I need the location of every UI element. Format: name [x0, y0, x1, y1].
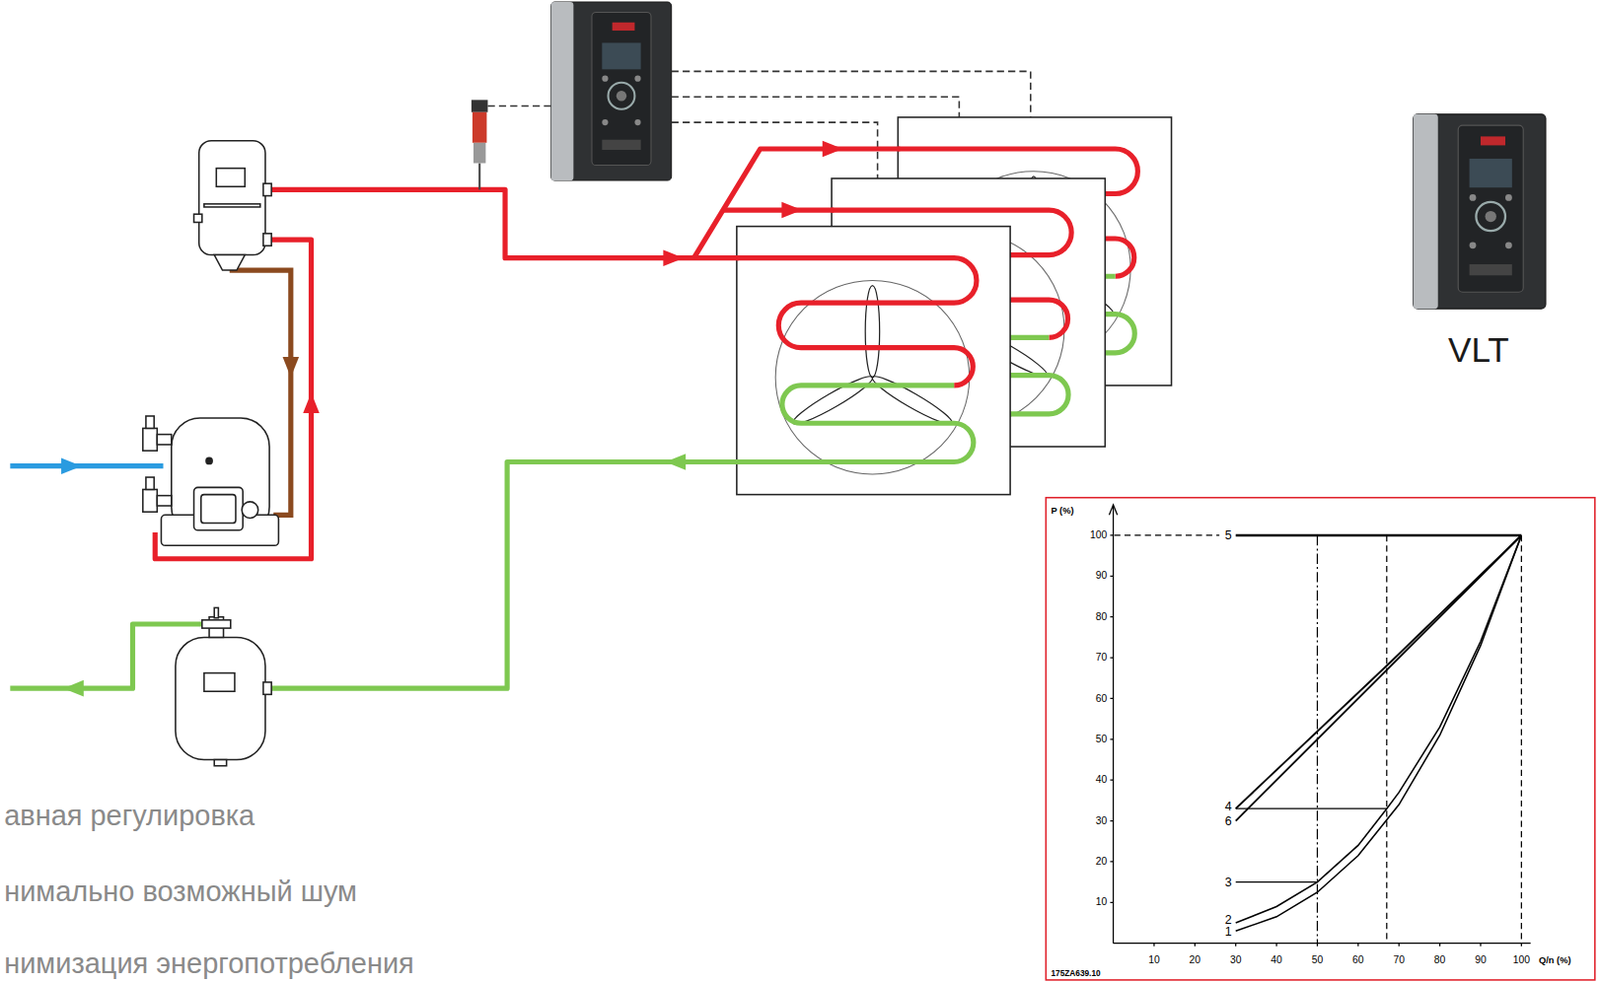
axis-tick: 40 [1095, 775, 1108, 786]
axis-tick: 40 [1270, 955, 1283, 966]
device-label: VLT [1448, 332, 1510, 367]
axis-tick: 20 [1189, 955, 1202, 966]
feature-text: нимально возможный шум [3, 878, 358, 908]
axis-tick: 100 [1090, 530, 1107, 541]
curve-number: 4 [1225, 800, 1233, 813]
axis-tick: 20 [1095, 857, 1108, 868]
feature-text: нимизация энергопотребления [3, 949, 415, 979]
axis-tick: 50 [1311, 955, 1324, 966]
axis-tick: 100 [1513, 955, 1530, 966]
axis-tick: 70 [1392, 955, 1405, 966]
axis-tick: 70 [1095, 653, 1108, 663]
curve-number: 1 [1225, 926, 1233, 939]
curve-number: 2 [1225, 914, 1233, 927]
axis-tick: 50 [1095, 734, 1108, 745]
axis-tick: 80 [1095, 612, 1108, 623]
axis-tick: 60 [1352, 955, 1365, 966]
figure-code: 175ZA639.10 [1050, 970, 1100, 979]
curve-number: 3 [1225, 875, 1233, 888]
axis-tick: 60 [1095, 693, 1108, 704]
axis-tick: 80 [1434, 955, 1447, 966]
axis-tick: 90 [1095, 571, 1108, 582]
axis-tick: 10 [1148, 955, 1161, 966]
axis-tick: 90 [1474, 955, 1487, 966]
axis-title: P (%) [1050, 507, 1074, 516]
curve-number: 5 [1225, 529, 1233, 542]
axis-tick: 10 [1095, 897, 1108, 908]
axis-tick: 30 [1095, 815, 1108, 826]
feature-text: авная регулировка [3, 801, 255, 831]
axis-tick: 30 [1230, 955, 1242, 966]
curve-number: 6 [1225, 814, 1233, 827]
axis-title: Q/n (%) [1538, 956, 1572, 966]
